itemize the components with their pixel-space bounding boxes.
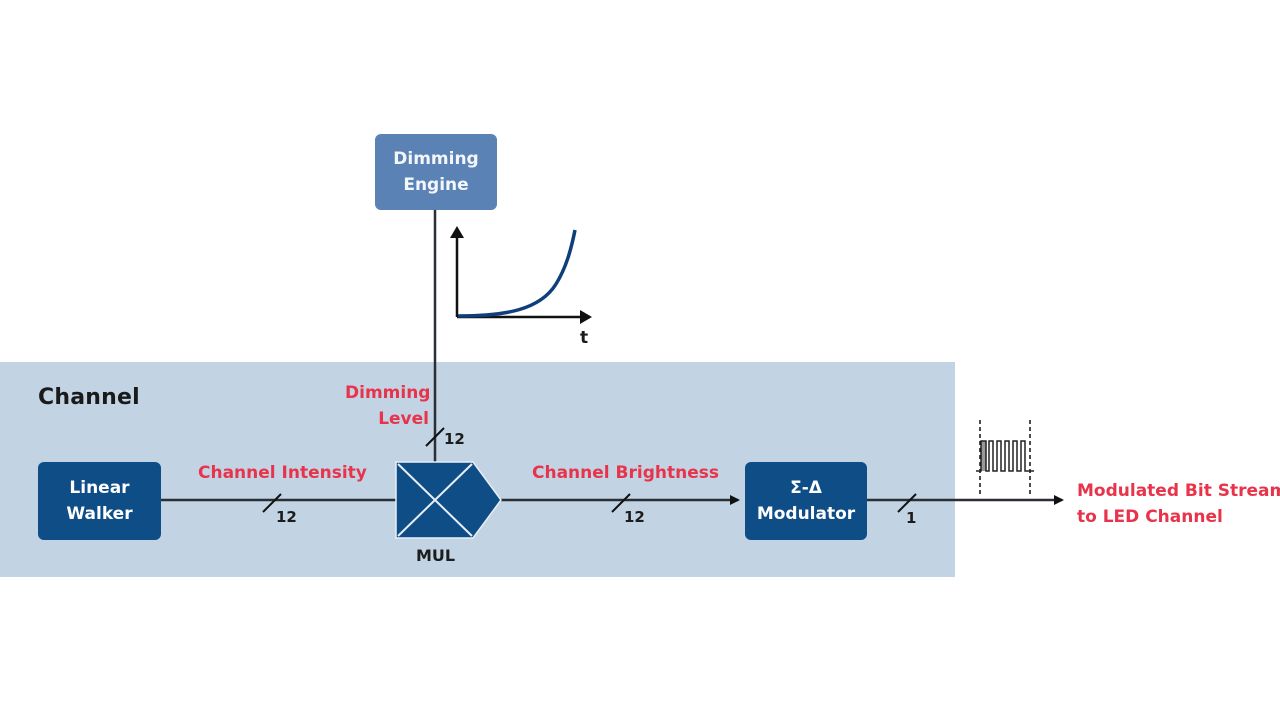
channel-intensity-width: 12 — [276, 508, 297, 526]
channel-intensity-label: Channel Intensity — [198, 463, 367, 483]
sigma-delta-line1: Σ-Δ — [790, 478, 822, 498]
dimming-level-line1: Dimming — [345, 383, 431, 403]
channel-brightness-label: Channel Brightness — [532, 463, 719, 483]
dimming-engine-block: Dimming Engine — [375, 134, 497, 210]
pulse-waveform — [976, 440, 1034, 472]
output-label: Modulated Bit Stream to LED Channel — [1077, 478, 1280, 530]
dimming-engine-line1: Dimming — [393, 149, 479, 169]
multiplier-block — [395, 461, 502, 539]
sigma-delta-modulator-block: Σ-Δ Modulator — [745, 462, 867, 540]
linear-walker-line1: Linear — [69, 478, 130, 498]
channel-brightness-width: 12 — [624, 508, 645, 526]
sigma-delta-line2: Modulator — [756, 504, 856, 524]
exponential-curve-inset — [450, 226, 592, 324]
dimming-level-line2: Level — [378, 409, 429, 429]
dimming-level-width: 12 — [444, 430, 465, 448]
channel-brightness-bus-slash — [611, 493, 631, 513]
channel-intensity-bus-slash — [262, 493, 282, 513]
dimming-engine-line2: Engine — [403, 175, 469, 195]
output-bus-slash — [897, 493, 917, 513]
multiplier-label: MUL — [416, 546, 456, 565]
bitstream-waveform-inset — [976, 420, 1034, 495]
dimming-level-bus-slash — [425, 427, 445, 447]
curve-x-axis-label: t — [580, 328, 589, 348]
output-line1: Modulated Bit Stream — [1077, 481, 1280, 501]
output-line2: to LED Channel — [1077, 507, 1223, 527]
linear-walker-block: Linear Walker — [38, 462, 161, 540]
output-width: 1 — [906, 509, 917, 527]
channel-title: Channel — [38, 385, 140, 410]
exponential-curve — [457, 229, 577, 318]
linear-walker-line2: Walker — [66, 504, 133, 524]
dimming-level-label: Dimming Level — [345, 380, 431, 432]
